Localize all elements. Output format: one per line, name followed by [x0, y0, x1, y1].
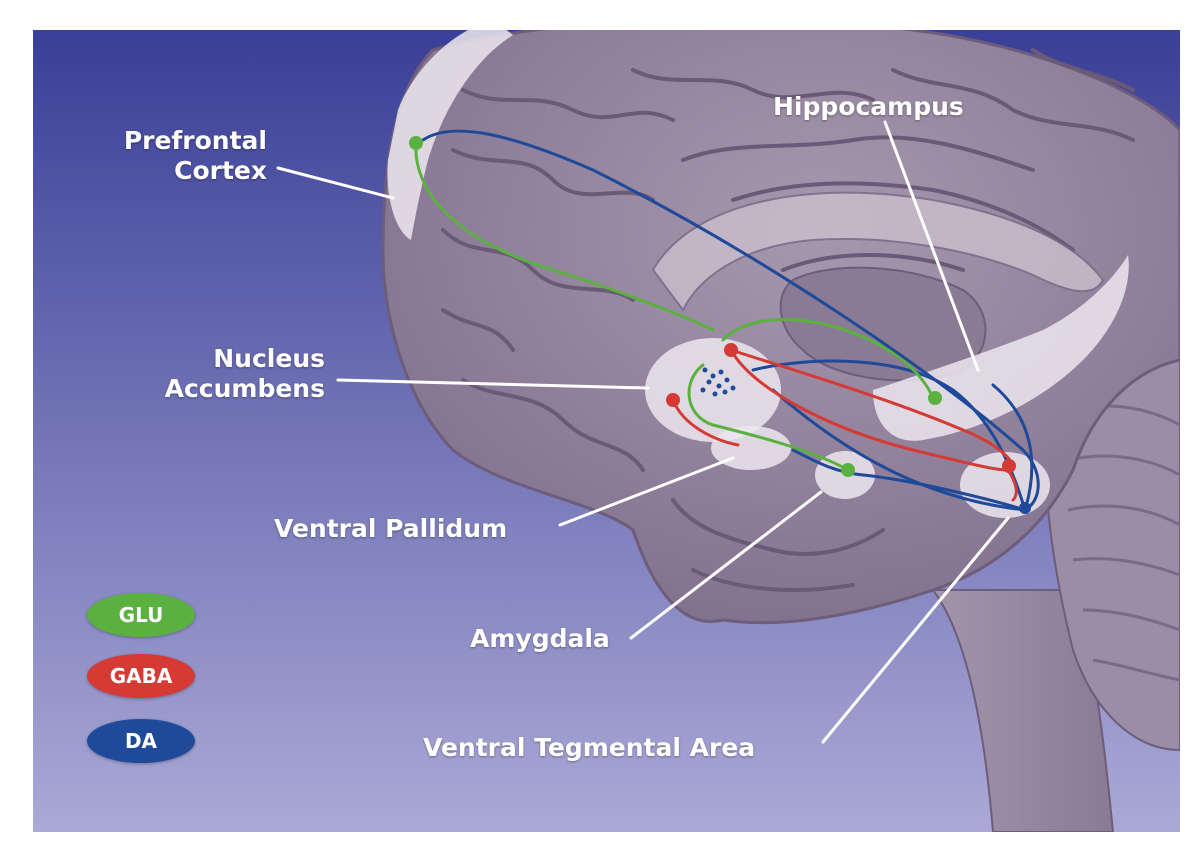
gaba-pathways: [671, 348, 1018, 502]
gaba-cell-body-2: [666, 393, 680, 407]
da-cell-body: [1019, 502, 1031, 514]
leader-lines: [276, 120, 1010, 744]
hippocampus-label: Hippocampus: [773, 92, 964, 121]
nucleus-accumbens-label-line1: Nucleus: [213, 344, 325, 373]
ventral-tegmental-area-label: Ventral Tegmental Area: [423, 733, 756, 762]
nucleus-accumbens-highlight: [645, 338, 781, 442]
nucleus-accumbens-label: Nucleus Accumbens: [125, 344, 325, 404]
gaba-cell-body-1: [724, 343, 738, 357]
da-terminals: [700, 367, 736, 397]
brain-sulci: [441, 48, 1135, 592]
nucleus-accumbens-label-line2: Accumbens: [164, 374, 325, 403]
prefrontal-cortex-label-line2: Cortex: [174, 156, 267, 185]
glu-cell-body-hippocampus: [928, 391, 942, 405]
prefrontal-cortex-highlight: [387, 30, 513, 240]
legend-gaba: GABA: [87, 654, 195, 698]
amygdala-label: Amygdala: [470, 624, 610, 653]
prefrontal-cortex-label: Prefrontal Cortex: [91, 126, 267, 186]
cerebellum-folds: [1067, 404, 1180, 682]
glu-cell-body-amygdala: [841, 463, 855, 477]
glu-pathways: [414, 141, 935, 472]
legend-da: DA: [87, 719, 195, 763]
brain-illustration: [33, 30, 1180, 832]
glu-cell-body-prefrontal: [409, 136, 423, 150]
gaba-cell-body-3: [1002, 459, 1016, 473]
prefrontal-cortex-label-line1: Prefrontal: [123, 126, 267, 155]
corpus-callosum: [651, 191, 1105, 312]
legend-glu: GLU: [87, 593, 195, 637]
brain-diagram: Prefrontal Cortex Hippocampus Nucleus Ac…: [33, 30, 1180, 832]
ventral-pallidum-label: Ventral Pallidum: [274, 514, 508, 543]
